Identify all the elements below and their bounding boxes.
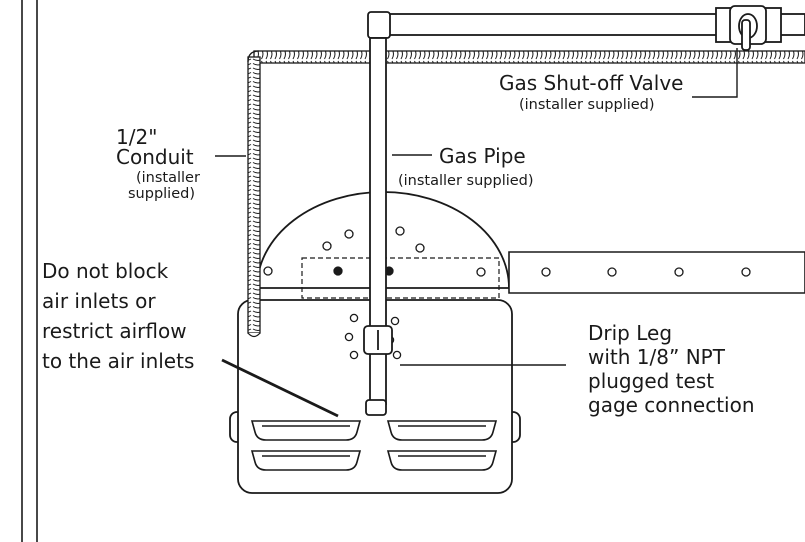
valve-label: Gas Shut-off Valve <box>499 71 684 95</box>
gas-pipe-label: Gas Pipe <box>439 144 526 168</box>
drip-leg-line-4: gage connection <box>588 393 755 417</box>
valve-note: (installer supplied) <box>519 97 655 113</box>
warning-line-3: restrict airflow <box>42 319 187 343</box>
drip-leg-line-3: plugged test <box>588 369 715 393</box>
conduit-size-label: 1/2" <box>116 125 158 149</box>
air-inlet-grilles <box>250 420 498 471</box>
warning-line-4: to the air inlets <box>42 349 195 373</box>
conduit-note-line2: supplied) <box>128 186 195 202</box>
warning-line-1: Do not block <box>42 259 169 283</box>
leader-lines <box>215 48 738 418</box>
gas-pipe-note: (installer supplied) <box>398 173 534 189</box>
drip-leg-line-2: with 1/8” NPT <box>588 345 725 369</box>
gas-pipe <box>363 5 805 416</box>
conduit <box>247 50 805 338</box>
warning-line-2: air inlets or <box>42 289 156 313</box>
mounting-plate <box>256 191 805 299</box>
conduit-label: Conduit <box>116 145 194 169</box>
drip-leg-line-1: Drip Leg <box>588 321 673 345</box>
conduit-note-line1: (installer <box>136 170 200 186</box>
wall-lines <box>21 0 38 542</box>
